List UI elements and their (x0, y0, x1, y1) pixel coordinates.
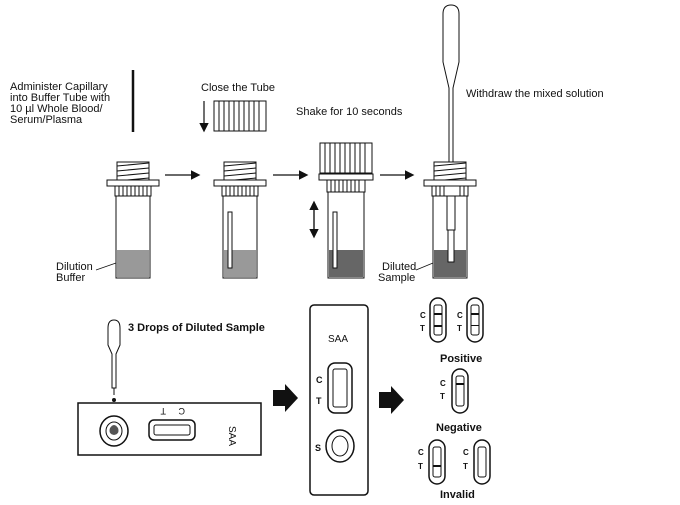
positive-label: Positive (440, 353, 482, 365)
svg-text:C: C (420, 311, 426, 320)
svg-text:Sample: Sample (378, 272, 415, 284)
pipette-icon (442, 4, 460, 261)
svg-text:Serum/Plasma: Serum/Plasma (10, 114, 83, 126)
svg-text:C: C (316, 375, 323, 385)
horizontal-cassette: T C SAA (77, 402, 262, 456)
svg-text:T: T (463, 462, 468, 471)
svg-text:C: C (178, 406, 185, 416)
capped-tube (318, 142, 374, 279)
step-administer-text: Administer Capillary into Buffer Tube wi… (10, 81, 110, 126)
svg-text:Administer Capillary: Administer Capillary (10, 81, 108, 93)
svg-text:C: C (440, 379, 446, 388)
svg-text:T: T (457, 324, 462, 333)
svg-text:T: T (418, 462, 423, 471)
diluted-sample-label: Diluted Sample (378, 261, 434, 284)
svg-text:S: S (315, 443, 321, 453)
svg-text:Dilution: Dilution (56, 261, 93, 273)
svg-text:C: C (457, 311, 463, 320)
step-close-text: Close the Tube (201, 82, 275, 94)
svg-text:into Buffer Tube with: into Buffer Tube with (10, 92, 110, 104)
invalid-label: Invalid (440, 489, 475, 501)
buffer-tube-1 (106, 161, 160, 279)
diluted-tube (423, 161, 477, 279)
svg-text:C: C (418, 448, 424, 457)
svg-text:T: T (316, 396, 322, 406)
svg-text:Buffer: Buffer (56, 272, 85, 284)
negative-label: Negative (436, 422, 482, 434)
svg-text:SAA: SAA (226, 426, 237, 446)
svg-text:Diluted: Diluted (382, 261, 416, 273)
svg-text:10 µl Whole Blood/: 10 µl Whole Blood/ (10, 103, 103, 115)
svg-text:C: C (463, 448, 469, 457)
step-withdraw-text: Withdraw the mixed solution (466, 88, 604, 100)
svg-text:SAA: SAA (328, 334, 348, 345)
cap-icon (213, 100, 267, 132)
thick-arrow-1 (273, 384, 298, 412)
svg-text:T: T (440, 392, 445, 401)
result-negative: C T (440, 368, 469, 414)
thick-arrow-2 (379, 386, 404, 414)
svg-text:T: T (420, 324, 425, 333)
result-positive-2: C T (457, 297, 484, 343)
step-drops-text: 3 Drops of Diluted Sample (128, 322, 265, 334)
buffer-tube-2 (213, 161, 267, 279)
result-positive-1: C T (420, 297, 447, 343)
result-invalid-2: C T (463, 439, 491, 485)
dropper-icon (107, 319, 121, 402)
vertical-cassette: SAA C T S (309, 304, 369, 496)
step-shake-text: Shake for 10 seconds (296, 106, 403, 118)
dilution-buffer-label: Dilution Buffer (56, 261, 117, 284)
result-invalid-1: C T (418, 439, 446, 485)
svg-text:T: T (160, 406, 166, 416)
